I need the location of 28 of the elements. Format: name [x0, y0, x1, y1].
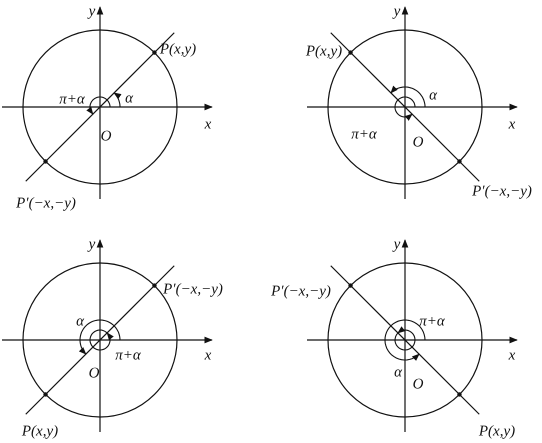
angle-label: α — [429, 88, 437, 104]
angle-label: π+α — [419, 314, 445, 330]
origin-label: O — [88, 366, 100, 382]
angle-label: α — [76, 314, 84, 330]
point-label: P(x,y) — [306, 44, 342, 60]
angle-label: π+α — [115, 348, 141, 364]
point-label: P′(−x,−y) — [16, 196, 76, 212]
angle-label: π+α — [351, 128, 377, 142]
angle-label: π+α — [59, 92, 85, 108]
axis-label: x — [204, 118, 212, 132]
axis-label: y — [394, 4, 400, 20]
origin-label: O — [412, 136, 424, 150]
point-label: P′(−x,−y) — [271, 284, 331, 300]
angle-label: α — [125, 92, 133, 106]
point-label: P(x,y) — [160, 42, 196, 58]
axis-label: y — [394, 238, 400, 252]
point-label: P′(−x,−y) — [163, 282, 223, 298]
axis-label: y — [88, 4, 96, 20]
origin-label: O — [412, 378, 424, 392]
axis-label: x — [204, 348, 212, 364]
origin-label: O — [100, 130, 112, 144]
axis-label: y — [88, 238, 96, 252]
point-label: P′(−x,−y) — [472, 184, 532, 200]
point-label: P(x,y) — [478, 424, 516, 440]
axis-label: x — [508, 118, 516, 132]
point-label: P(x,y) — [22, 424, 58, 440]
axis-label: x — [508, 348, 516, 364]
angle-label: α — [394, 366, 402, 380]
